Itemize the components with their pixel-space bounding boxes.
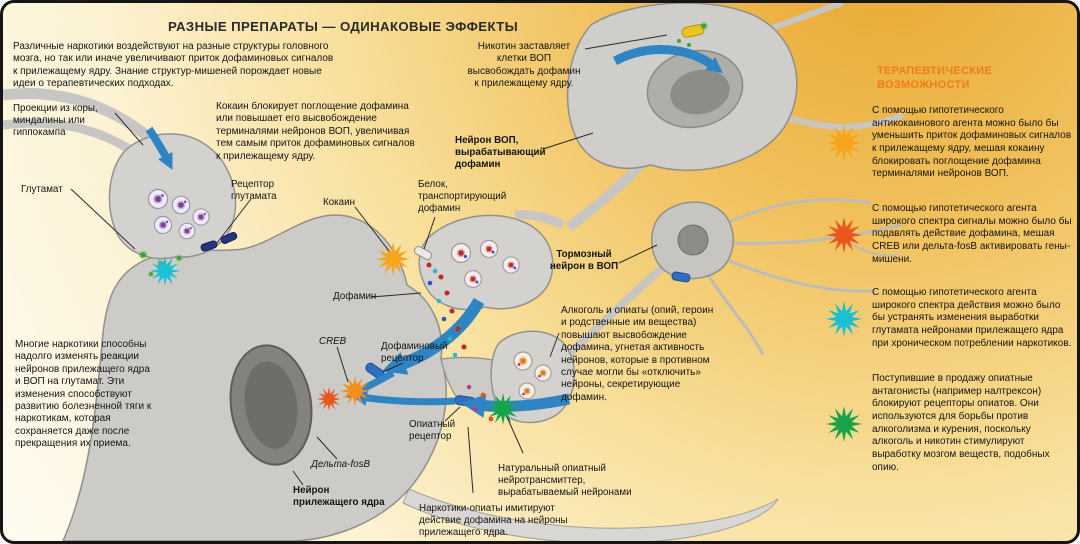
label-accumbens-neuron: Нейрон прилежащего ядра xyxy=(293,485,385,509)
diagram-art xyxy=(3,3,905,541)
vta-dopamine-neuron xyxy=(566,3,905,232)
therapeutic-item: С помощью гипотетического антикокаиновог… xyxy=(823,105,1075,181)
dopamine-flow-arrow-vta xyxy=(612,45,723,74)
opiate-dots xyxy=(466,384,494,422)
therapeutic-item: С помощью гипотетического агента широког… xyxy=(823,203,1075,266)
label-opiate-receptor: Опиатный рецептор xyxy=(409,419,456,443)
label-projections: Проекции из коры, миндалины или гиппокам… xyxy=(13,103,98,139)
dopamine-dots xyxy=(426,262,467,358)
leader-lines xyxy=(70,34,668,494)
glutamate-flow-arrow xyxy=(145,126,173,170)
nicotine-receptor-icon xyxy=(677,21,709,47)
label-cocaine: Кокаин xyxy=(323,197,355,208)
label-dopamine-receptor: Дофаминовый рецептор xyxy=(381,341,448,365)
label-dopamine: Дофамин xyxy=(333,291,377,302)
diagram-title: РАЗНЫЕ ПРЕПАРАТЫ — ОДИНАКОВЫЕ ЭФФЕКТЫ xyxy=(167,18,519,34)
green-burst-icon xyxy=(825,405,863,442)
red-burst-icon xyxy=(825,216,863,253)
label-vta-neuron: Нейрон ВОП, вырабатывающий дофамин xyxy=(455,135,546,171)
callout-opiate-mimic: Наркотики-опиаты имитируют действие дофа… xyxy=(419,502,568,539)
therapeutic-item-text: С помощью гипотетического агента широког… xyxy=(872,203,1072,265)
label-inhibitory-neuron: Тормозный нейрон в ВОП xyxy=(549,249,619,273)
callout-alcohol-opiates: Алкоголь и опиаты (опий, героин и родств… xyxy=(561,305,714,403)
label-delta-fosb: Дельта-fosB xyxy=(311,459,371,470)
therapeutic-column: ТЕРАПЕВТИЧЕСКИЕ ВОЗМОЖНОСТИ С помощью ги… xyxy=(823,65,1075,535)
orange-burst-icon xyxy=(825,124,863,162)
callout-nicotine: Никотин заставляет клетки ВОП высвобожда… xyxy=(467,41,581,90)
dopamine-transporter-icon xyxy=(413,245,433,261)
dopamine-flow-arrow-main xyxy=(381,297,485,375)
glutamate-receptor-icon xyxy=(200,232,238,252)
intro-text: Различные наркотики воздействуют на разн… xyxy=(13,41,334,90)
cyan-burst-icon xyxy=(825,300,863,337)
label-creb: CREB xyxy=(319,336,347,347)
callout-cocaine: Кокаин блокирует поглощение дофамина или… xyxy=(216,101,415,162)
label-dopamine-transporter: Белок, транспортирующий дофамин xyxy=(418,179,507,215)
vta-axon-terminal xyxy=(413,210,566,311)
therapeutic-heading: ТЕРАПЕВТИЧЕСКИЕ ВОЗМОЖНОСТИ xyxy=(877,65,993,91)
therapeutic-item-text: С помощью гипотетического агента широког… xyxy=(872,287,1072,349)
therapeutic-item: Поступившие в продажу опиатные антагонис… xyxy=(823,373,1075,475)
label-glutamate-receptor: Рецептор глутамата xyxy=(231,179,277,203)
therapeutic-item-text: С помощью гипотетического антикокаиновог… xyxy=(872,105,1072,180)
label-glutamate: Глутамат xyxy=(21,184,63,195)
therapeutic-item: С помощью гипотетического агента широког… xyxy=(823,287,1075,350)
opiate-flow-arrow xyxy=(461,393,571,418)
therapeutic-item-text: Поступившие в продажу опиатные антагонис… xyxy=(872,373,1050,473)
signal-arrow-opiate xyxy=(351,390,456,406)
callout-long-term: Многие наркотики способны надолго изменя… xyxy=(15,339,152,450)
opiate-receptor-vta-icon xyxy=(671,271,691,283)
inhibitory-neuron xyxy=(556,198,902,368)
callout-natural-opiate: Натуральный опиатный нейротрансмиттер, в… xyxy=(498,462,632,499)
